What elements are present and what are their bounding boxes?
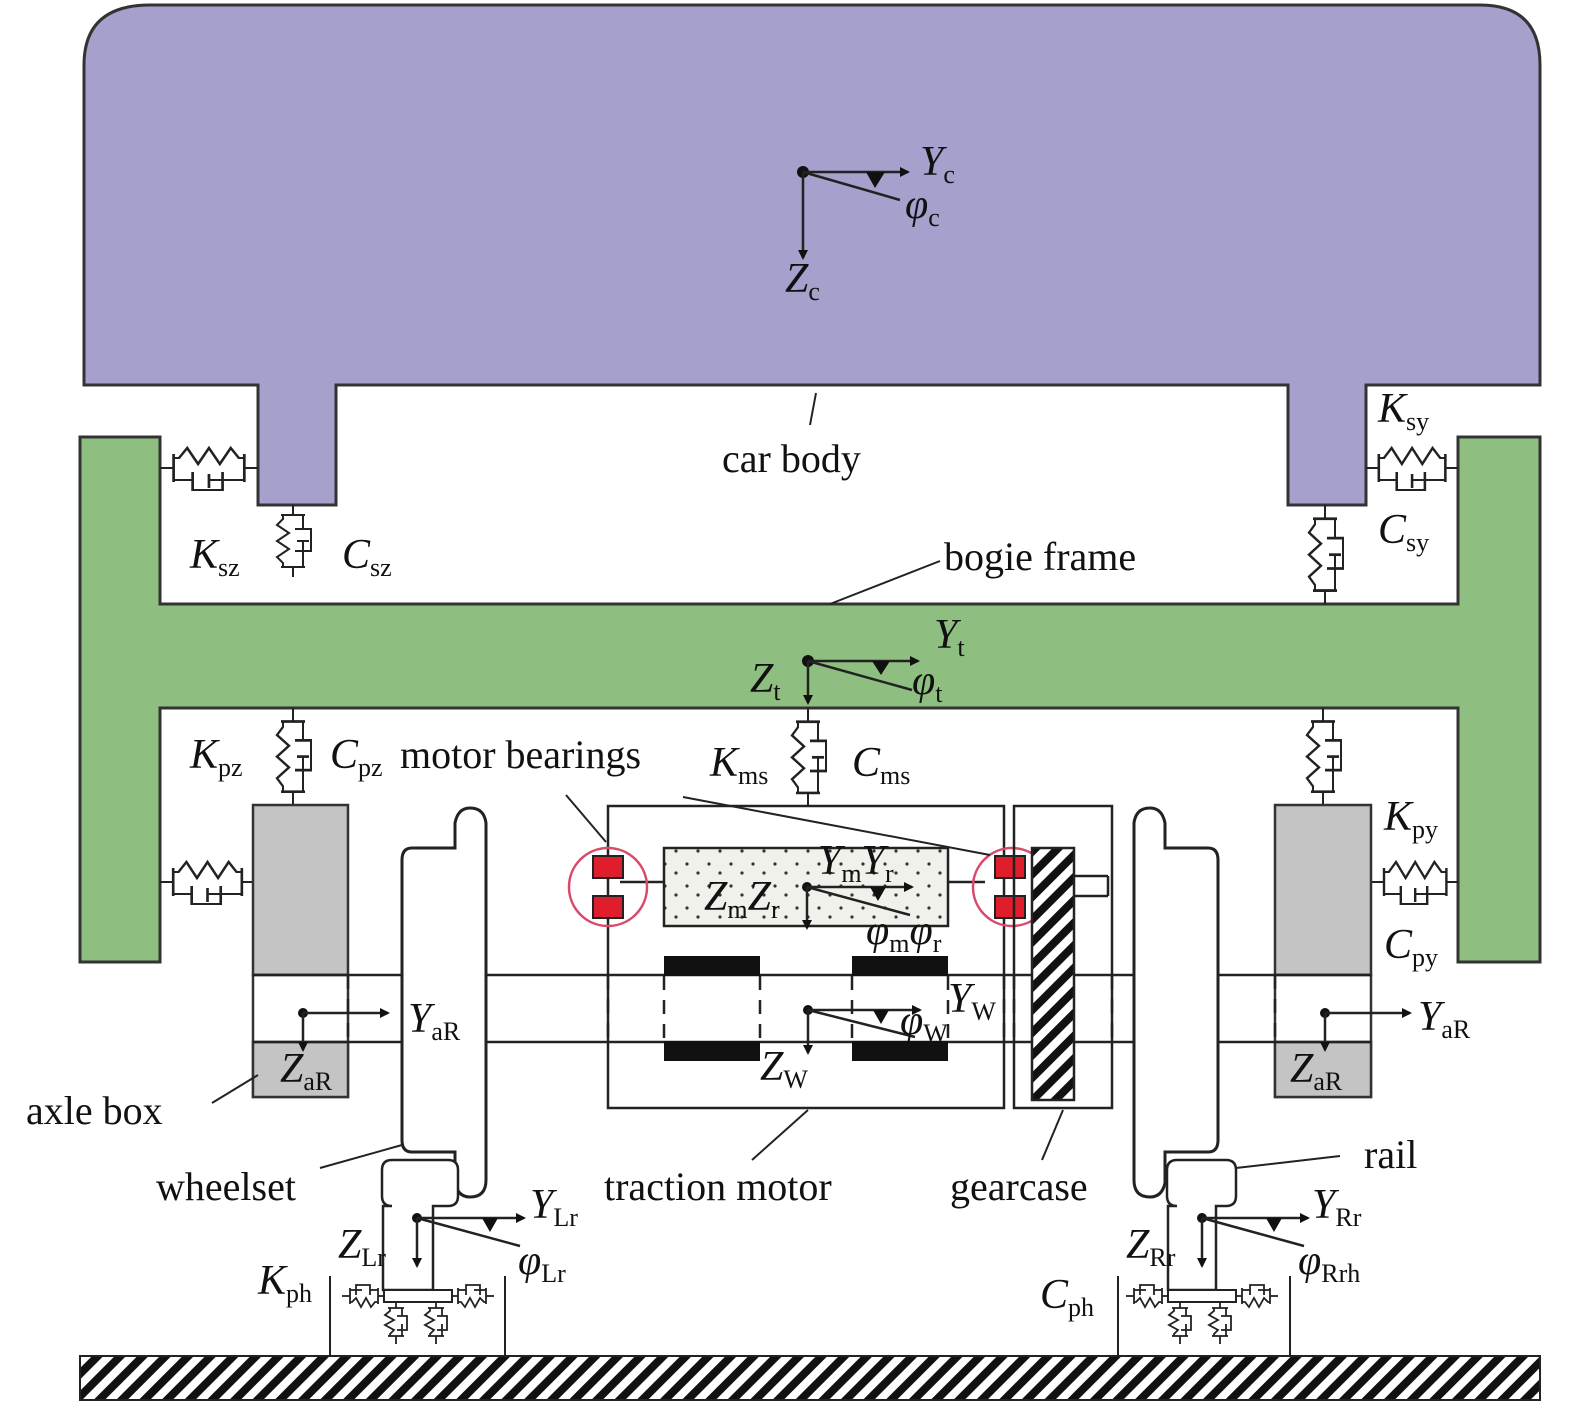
- sym-ZaR-left: ZaR: [280, 1046, 333, 1096]
- sym-Yt: Yt: [934, 612, 965, 662]
- rail-axes-left: [412, 1213, 526, 1268]
- car-body: [82, 3, 1542, 507]
- axle-box-axes-right: [1320, 1008, 1412, 1052]
- label-gearcase: gearcase: [950, 1164, 1088, 1209]
- sym-Cpz: Cpz: [330, 732, 383, 782]
- rail-support-right: [1117, 1276, 1291, 1356]
- primary-lateral-spring-left: [158, 860, 257, 906]
- primary-vertical-spring-right: [1305, 706, 1343, 807]
- sym-Yc: Yc: [920, 139, 955, 189]
- primary-vertical-spring-left: [275, 706, 313, 807]
- motor-bearing-left: [567, 846, 649, 928]
- motor-axes: [802, 882, 914, 930]
- sym-Cph: Cph: [1040, 1272, 1094, 1322]
- sym-YaR-right: YaR: [1418, 994, 1471, 1044]
- sym-Cpy: Cpy: [1384, 922, 1438, 972]
- label-car-body: car body: [722, 436, 861, 481]
- sym-Ksy: Ksy: [1377, 386, 1429, 436]
- sym-YW: YW: [948, 976, 996, 1026]
- sym-phiRrh: φRrh: [1298, 1238, 1360, 1288]
- rail-support-left: [329, 1276, 506, 1356]
- sym-YRr: YRr: [1312, 1182, 1362, 1232]
- sym-Zc: Zc: [785, 256, 820, 306]
- axle-box-right: [1273, 803, 1373, 1099]
- sym-ZW: ZW: [760, 1044, 808, 1094]
- motor-suspension-spring: [790, 706, 828, 809]
- secondary-lateral-spring-left: [158, 446, 260, 492]
- sym-Zt: Zt: [750, 656, 781, 706]
- sym-phiW: φW: [900, 998, 948, 1048]
- sym-phim-phir: φmφr: [866, 908, 942, 958]
- traction-motor: [606, 804, 1006, 1110]
- sym-Kpy: Kpy: [1383, 794, 1438, 844]
- sym-Kpz: Kpz: [189, 732, 243, 782]
- sym-Csy: Csy: [1378, 507, 1429, 557]
- axle-box-left: [251, 803, 350, 1099]
- sym-ZRr: ZRr: [1126, 1222, 1176, 1272]
- label-motor-bearings: motor bearings: [400, 732, 641, 777]
- sym-Kms: Kms: [709, 740, 768, 790]
- motor-bearing-right: [971, 846, 1053, 928]
- bogie-frame-axes: [802, 655, 920, 705]
- wheel-left: [400, 806, 488, 1199]
- sym-ZLr: ZLr: [338, 1222, 386, 1272]
- label-wheelset: wheelset: [156, 1164, 296, 1209]
- label-axle-box: axle box: [26, 1088, 163, 1133]
- secondary-lateral-spring-right: [1364, 446, 1460, 492]
- ground: [79, 1355, 1541, 1401]
- sym-Ym-Yr: YmYr: [818, 838, 894, 888]
- label-rail: rail: [1364, 1132, 1417, 1177]
- gearcase: [1012, 804, 1114, 1110]
- sym-phit: φt: [912, 658, 943, 708]
- leader-lines: [211, 392, 1341, 1169]
- axle-box-axes-left: [298, 1008, 390, 1052]
- sym-YLr: YLr: [530, 1182, 578, 1232]
- wheelset-axes: [803, 1005, 922, 1055]
- sym-YaR-left: YaR: [408, 996, 461, 1046]
- sym-Cms: Cms: [852, 740, 910, 790]
- primary-lateral-spring-right: [1370, 860, 1460, 906]
- sym-phic: φc: [905, 182, 940, 232]
- secondary-vertical-spring-right: [1307, 503, 1345, 606]
- sym-Ksz: Ksz: [189, 532, 240, 582]
- label-bogie-frame: bogie frame: [944, 534, 1136, 579]
- sym-phiLr: φLr: [518, 1238, 566, 1288]
- sym-Zm-Zr: ZmZr: [704, 874, 780, 924]
- secondary-vertical-spring-left: [276, 504, 312, 578]
- label-traction-motor: traction motor: [604, 1164, 832, 1209]
- rail-axes-right: [1197, 1213, 1310, 1268]
- wheel-right: [1132, 806, 1220, 1199]
- sym-Csz: Csz: [342, 532, 392, 582]
- car-body-axes: [797, 166, 910, 260]
- sym-Kph: Kph: [257, 1258, 312, 1308]
- sym-ZaR-right: ZaR: [1290, 1046, 1343, 1096]
